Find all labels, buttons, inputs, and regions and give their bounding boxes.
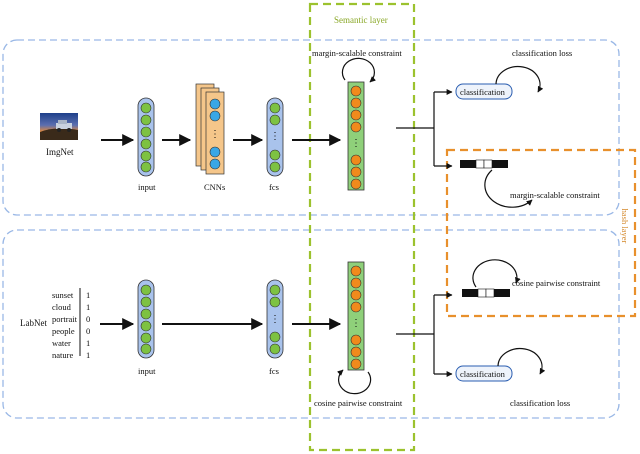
semantic-column-bottom: ⋮ bbox=[347, 261, 365, 371]
circular-arrow-icon bbox=[484, 169, 533, 208]
svg-text:⋮: ⋮ bbox=[351, 318, 361, 329]
label-value: 0 bbox=[86, 314, 90, 324]
cosine-pairwise-bottom-label: cosine pairwise constraint bbox=[314, 398, 403, 408]
label-word: cloud bbox=[52, 302, 72, 312]
binary-hash-code-icon bbox=[460, 159, 508, 169]
input-top-label: input bbox=[138, 182, 156, 192]
label-value: 1 bbox=[86, 290, 90, 300]
cnns-label: CNNs bbox=[204, 182, 225, 192]
circular-arrow-icon bbox=[472, 259, 521, 288]
labnet-label: LabNet bbox=[20, 318, 47, 328]
cosine-pairwise-hash-label: cosine pairwise constraint bbox=[512, 278, 601, 288]
cnns-block: ⋮ bbox=[195, 83, 225, 175]
label-word: portrait bbox=[52, 314, 78, 324]
label-table: sunset 1 cloud 1 portrait 0 people 0 wat… bbox=[52, 290, 90, 360]
classification-box-top bbox=[455, 83, 513, 100]
circular-arrow-icon bbox=[497, 347, 546, 375]
margin-scalable-top-label: margin-scalable constraint bbox=[312, 48, 402, 58]
input-bottom-label: input bbox=[138, 366, 156, 376]
semantic-layer-box bbox=[308, 2, 416, 452]
svg-text:⋮: ⋮ bbox=[270, 131, 280, 142]
classification-box-bottom bbox=[455, 365, 513, 382]
margin-scalable-hash-label: margin-scalable constraint bbox=[510, 190, 600, 200]
hash-layer-label: hash layer bbox=[620, 209, 630, 244]
classification-loss-top-label: classification loss bbox=[512, 48, 572, 58]
fcs-layer-top: ⋮ bbox=[266, 97, 284, 177]
label-value: 1 bbox=[86, 338, 90, 348]
label-word: people bbox=[52, 326, 75, 336]
svg-text:⋮: ⋮ bbox=[270, 314, 280, 325]
sunset-car-photo-icon bbox=[40, 113, 78, 140]
circular-arrow-icon bbox=[341, 57, 377, 83]
label-value: 0 bbox=[86, 326, 90, 336]
label-word: water bbox=[52, 338, 71, 348]
circular-arrow-icon bbox=[336, 369, 372, 395]
fcs-bottom-label: fcs bbox=[269, 366, 279, 376]
circular-arrow-icon bbox=[495, 65, 544, 93]
input-layer-top bbox=[137, 97, 155, 177]
classification-bottom-label: classification bbox=[460, 369, 506, 379]
classification-top-label: classification bbox=[460, 87, 506, 97]
svg-text:⋮: ⋮ bbox=[210, 129, 220, 140]
imgnet-label: ImgNet bbox=[46, 147, 74, 157]
label-value: 1 bbox=[86, 350, 90, 360]
label-value: 1 bbox=[86, 302, 90, 312]
input-layer-bottom bbox=[137, 279, 155, 359]
fcs-top-label: fcs bbox=[269, 182, 279, 192]
svg-text:⋮: ⋮ bbox=[351, 138, 361, 149]
classification-loss-bottom-label: classification loss bbox=[510, 398, 570, 408]
semantic-column-top: ⋮ bbox=[347, 81, 365, 191]
label-word: nature bbox=[52, 350, 73, 360]
label-word: sunset bbox=[52, 290, 74, 300]
fcs-layer-bottom: ⋮ bbox=[266, 279, 284, 359]
hash-layer-box bbox=[445, 148, 637, 318]
binary-hash-code-icon bbox=[462, 288, 510, 298]
semantic-layer-label: Semantic layer bbox=[334, 15, 388, 25]
